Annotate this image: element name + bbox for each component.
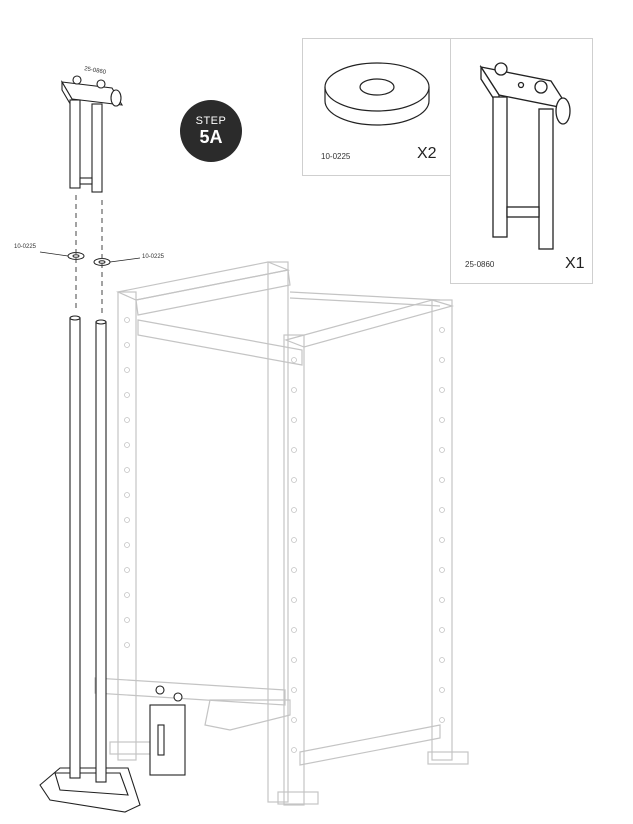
- crossmember-part-code: 25-0860: [465, 260, 495, 269]
- crossmember-qty: X1: [565, 255, 585, 272]
- parts-panel-crossmember: 25-0860 X1: [450, 38, 593, 284]
- washer-part-code: 10-0225: [321, 152, 351, 161]
- step-badge: STEP 5A: [180, 100, 242, 162]
- base-bracket: [39, 685, 186, 813]
- power-rack-frame: [94, 261, 469, 806]
- crossmember-icon: [479, 62, 571, 250]
- washers: [39, 251, 141, 266]
- parts-panel-washer: 10-0225 X2: [302, 38, 452, 176]
- washer-left-label: 10-0225: [14, 244, 37, 250]
- step-number: 5A: [199, 127, 223, 147]
- washer-right-label: 10-0225: [142, 254, 165, 260]
- alignment-lines: [75, 195, 103, 316]
- step-word: STEP: [195, 115, 227, 127]
- washer-icon: [324, 62, 430, 126]
- washer-qty: X2: [417, 145, 437, 162]
- top-crossmember-part: [60, 75, 124, 193]
- insert-uprights: [69, 315, 107, 783]
